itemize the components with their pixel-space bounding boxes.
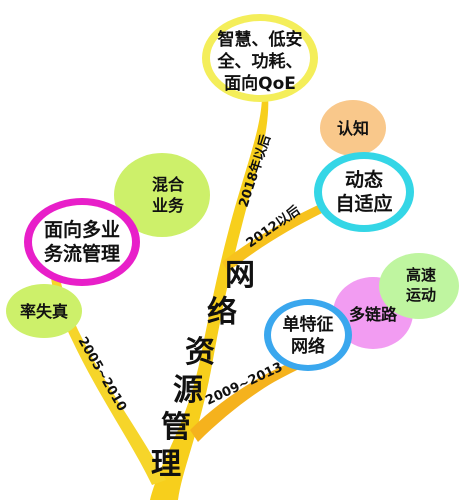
trunk-char-6: 理 xyxy=(151,447,181,482)
trunk-char-1: 网 xyxy=(225,258,255,293)
leaf-gaosu xyxy=(379,253,459,319)
trunk-char-3: 资 xyxy=(185,335,215,370)
node-mianxiang-line1: 面向多业 xyxy=(44,218,120,241)
node-renzhi: 认知 xyxy=(337,119,369,138)
node-dongtai xyxy=(314,152,414,232)
trunk-char-4: 源 xyxy=(173,373,203,408)
node-gaosu-line1: 高速 xyxy=(406,266,436,284)
branch-2012-later xyxy=(222,205,322,272)
node-gaosu-line2: 运动 xyxy=(406,286,436,304)
branch-2009-2013 xyxy=(190,352,316,442)
node-mianxiang xyxy=(24,198,140,286)
trunk-char-2: 络 xyxy=(207,295,237,330)
node-top xyxy=(202,14,318,102)
node-shuaishizhen: 率失真 xyxy=(20,302,68,321)
node-hunhe-line1: 混合 xyxy=(152,175,185,194)
node-hunhe-line2: 业务 xyxy=(152,196,185,215)
leaf-renzhi xyxy=(320,100,386,156)
node-mianxiang-line2: 务流管理 xyxy=(44,242,120,265)
node-dantezheng-line1: 单特征 xyxy=(283,314,334,335)
label-2005-2010: 2005~2010 xyxy=(75,335,130,415)
node-dongtai-line2: 自适应 xyxy=(335,192,392,215)
node-dantezheng-line2: 网络 xyxy=(291,336,325,357)
trunk-char-5: 管 xyxy=(161,410,191,445)
leaf-hunhe xyxy=(114,153,210,237)
node-top-line3: 面向QoE xyxy=(224,73,296,94)
node-duolianlu: 多链路 xyxy=(349,305,398,324)
node-top-line2: 全、功耗、 xyxy=(217,51,303,72)
leaf-shuaishizhen xyxy=(6,284,82,338)
node-top-line1: 智慧、低安 xyxy=(218,29,303,50)
trunk-branch xyxy=(150,95,269,500)
node-dongtai-line1: 动态 xyxy=(345,168,383,191)
node-dantezheng xyxy=(264,299,352,371)
